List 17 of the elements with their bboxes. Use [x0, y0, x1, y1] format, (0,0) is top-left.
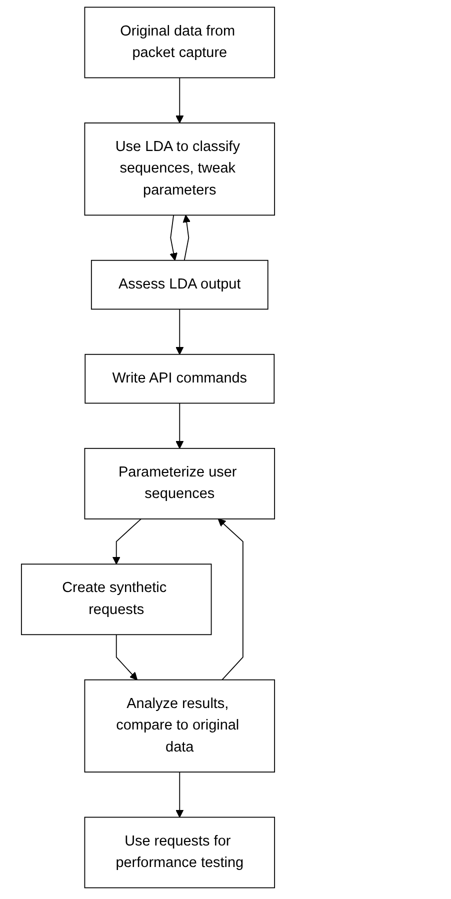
node-box: Write API commands: [84, 354, 275, 404]
arrow: [176, 402, 184, 449]
node-box: Original data from packet capture: [84, 6, 276, 78]
node-box: Analyze results, compare to original data: [84, 679, 276, 772]
node-box: Create synthetic requests: [20, 564, 212, 636]
node-box: Parameterize user sequences: [84, 448, 276, 520]
node-box: Use LDA to classify sequences, tweak parameters: [84, 122, 276, 216]
arrow: [218, 518, 244, 680]
arrow: [182, 214, 191, 261]
arrow: [176, 77, 184, 124]
arrow: [176, 308, 184, 355]
arrow: [176, 772, 184, 818]
arrow: [112, 518, 142, 564]
arrow: [170, 214, 178, 261]
node-box: Assess LDA output: [90, 260, 268, 310]
node-box: Use requests for performance testing: [84, 816, 276, 888]
arrow: [116, 634, 138, 680]
